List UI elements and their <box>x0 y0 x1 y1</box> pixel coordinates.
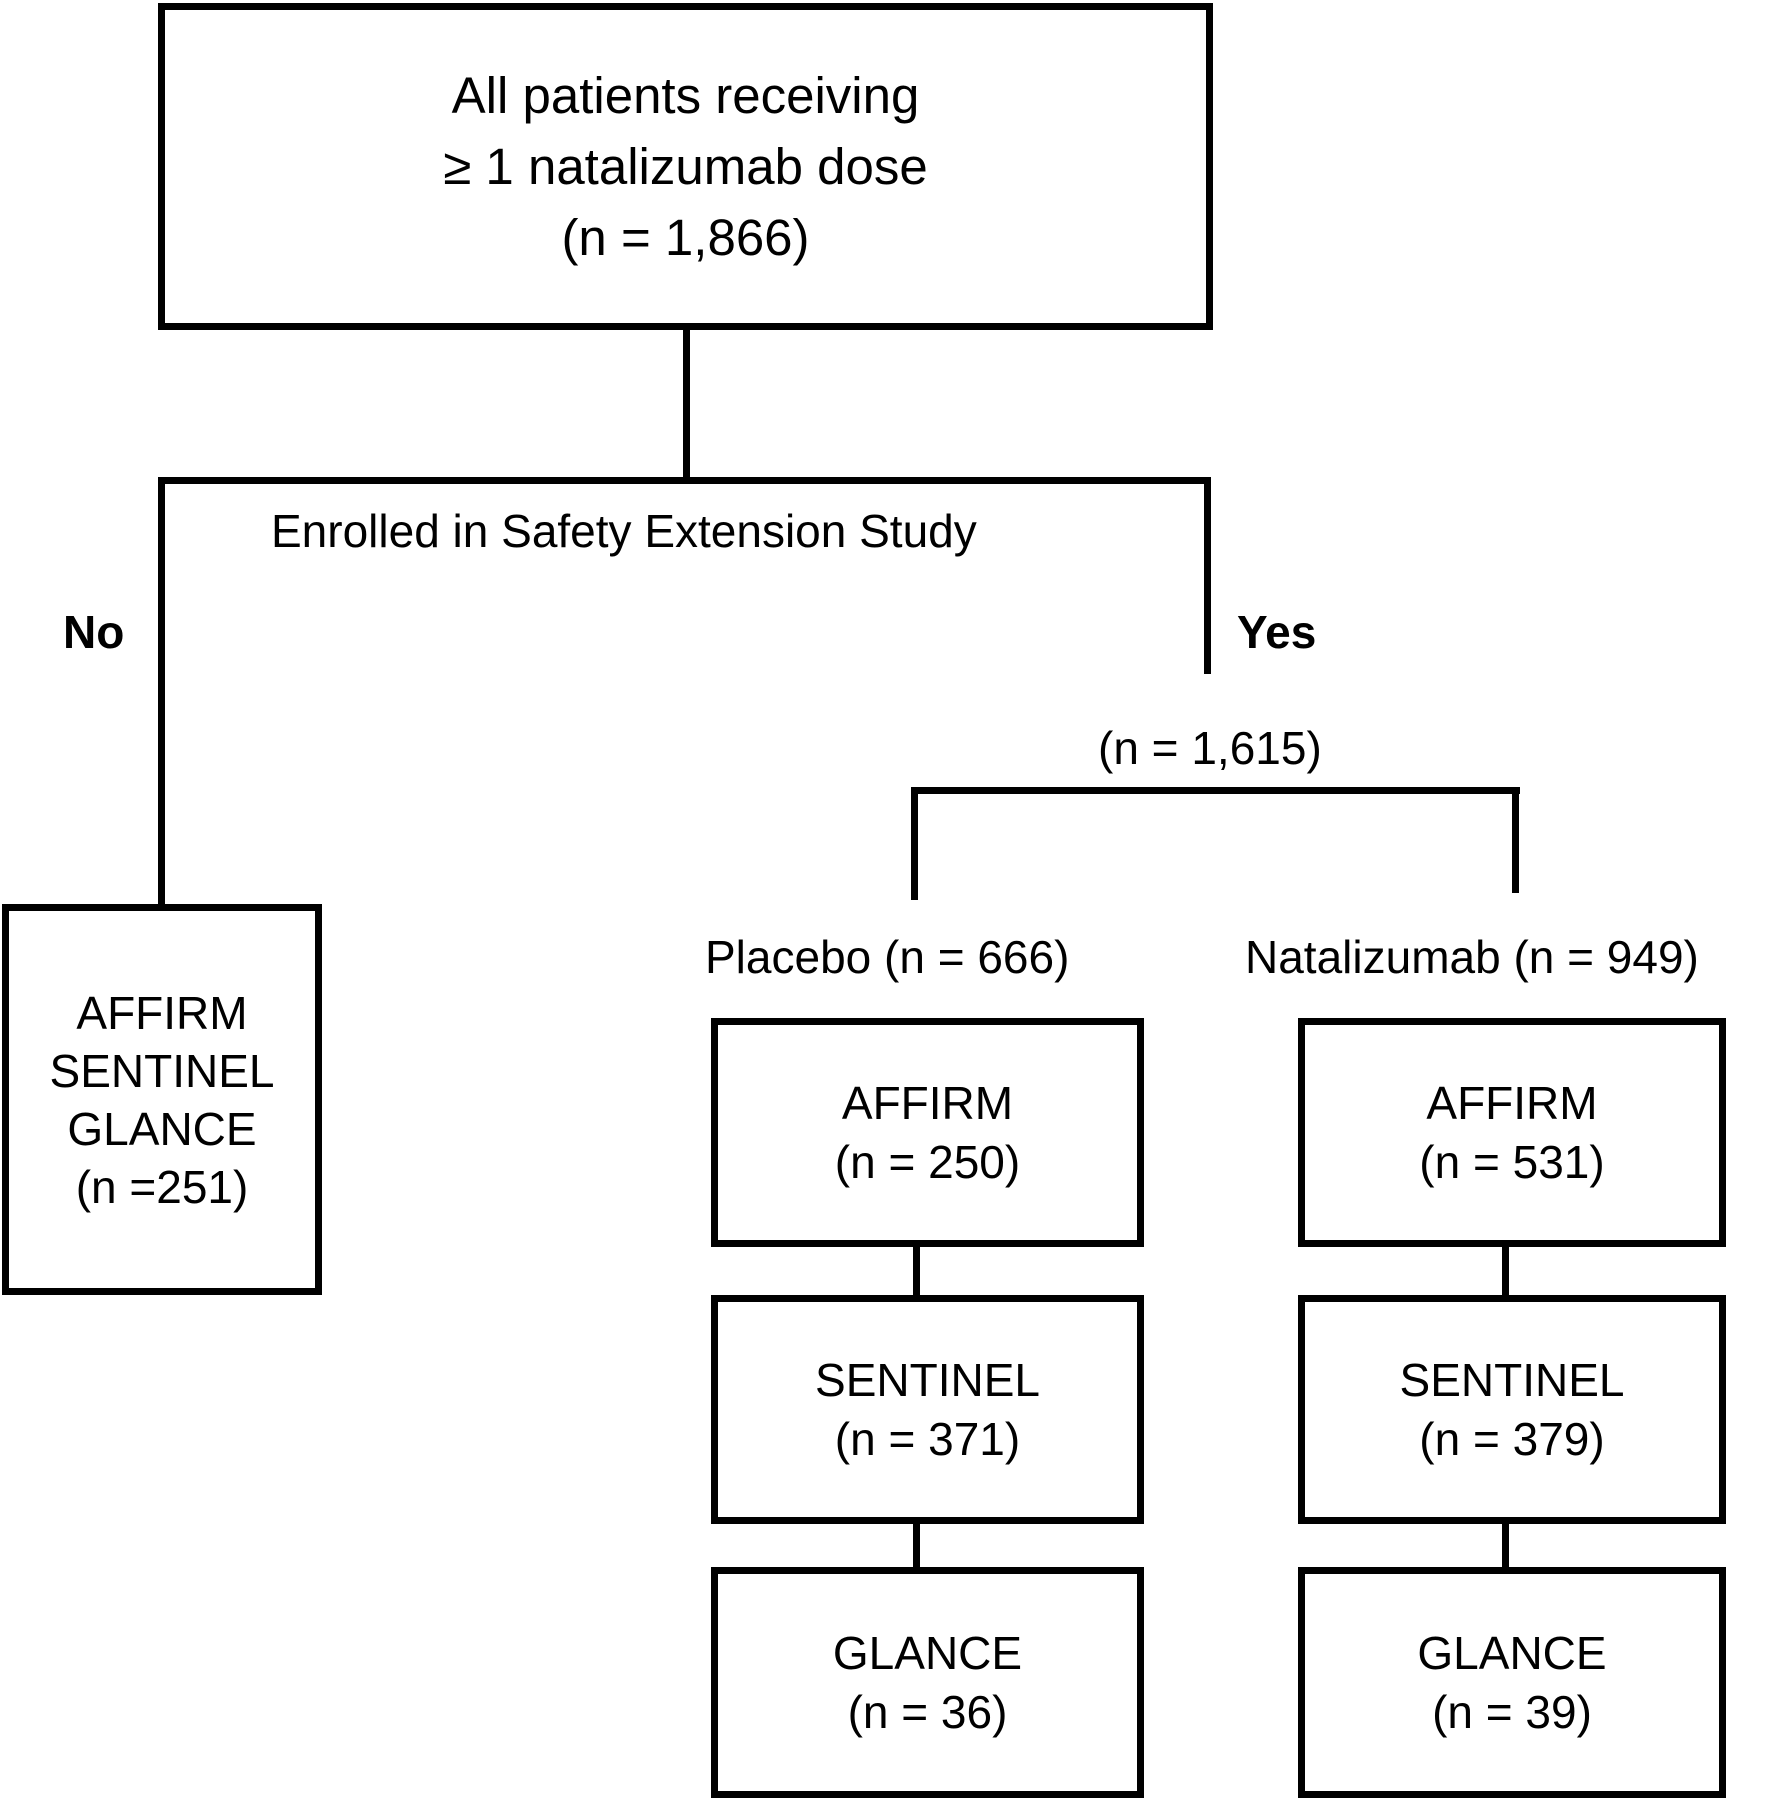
natalizumab-glance-box: GLANCE (n = 39) <box>1298 1567 1726 1798</box>
natalizumab-header: Natalizumab (n = 949) <box>1245 931 1699 983</box>
study-count: (n = 531) <box>1419 1135 1605 1188</box>
study-count: (n = 250) <box>834 1135 1021 1188</box>
study-name: GLANCE <box>832 1626 1023 1679</box>
connector-yes-down <box>1204 477 1211 674</box>
connector-no-down <box>158 477 165 908</box>
connector-root-down <box>683 327 690 477</box>
no-branch-line-4: (n =251) <box>75 1160 249 1213</box>
root-line-2: ≥ 1 natalizumab dose <box>443 138 928 195</box>
natalizumab-sentinel-box: SENTINEL (n = 379) <box>1298 1295 1726 1524</box>
no-branch-line-3: GLANCE <box>67 1102 257 1155</box>
natalizumab-affirm-box: AFFIRM (n = 531) <box>1298 1018 1726 1247</box>
no-branch-line-1: AFFIRM <box>76 986 248 1039</box>
study-name: GLANCE <box>1417 1626 1607 1679</box>
connector-placebo-down <box>911 787 918 900</box>
study-count: (n = 371) <box>834 1412 1021 1465</box>
connector-split-horizontal <box>161 477 1211 484</box>
study-name: AFFIRM <box>1426 1076 1598 1129</box>
root-line-3: (n = 1,866) <box>561 209 810 266</box>
yes-label: Yes <box>1237 606 1317 658</box>
no-branch-line-2: SENTINEL <box>49 1044 275 1097</box>
connector-natalizumab-sentinel-glance <box>1502 1517 1509 1571</box>
connector-yes-horizontal <box>911 787 1520 794</box>
study-count: (n = 39) <box>1432 1685 1592 1738</box>
connector-natalizumab-affirm-sentinel <box>1502 1243 1509 1299</box>
connector-placebo-sentinel-glance <box>913 1517 920 1571</box>
placebo-sentinel-box: SENTINEL (n = 371) <box>711 1295 1144 1524</box>
no-branch-box: AFFIRM SENTINEL GLANCE (n =251) <box>2 904 322 1295</box>
placebo-affirm-box: AFFIRM (n = 250) <box>711 1018 1144 1247</box>
study-count: (n = 36) <box>847 1685 1008 1738</box>
study-name: AFFIRM <box>841 1076 1014 1129</box>
branch-question-label: Enrolled in Safety Extension Study <box>271 505 977 557</box>
placebo-header: Placebo (n = 666) <box>705 931 1070 983</box>
study-name: SENTINEL <box>1399 1353 1625 1406</box>
study-name: SENTINEL <box>815 1353 1040 1406</box>
connector-natalizumab-down <box>1512 787 1519 893</box>
study-count: (n = 379) <box>1419 1412 1605 1465</box>
no-label: No <box>63 606 125 658</box>
root-box: All patients receiving ≥ 1 natalizumab d… <box>158 3 1213 330</box>
connector-placebo-affirm-sentinel <box>913 1243 920 1299</box>
root-line-1: All patients receiving <box>451 67 920 124</box>
yes-count-label: (n = 1,615) <box>1098 722 1322 774</box>
placebo-glance-box: GLANCE (n = 36) <box>711 1567 1144 1798</box>
